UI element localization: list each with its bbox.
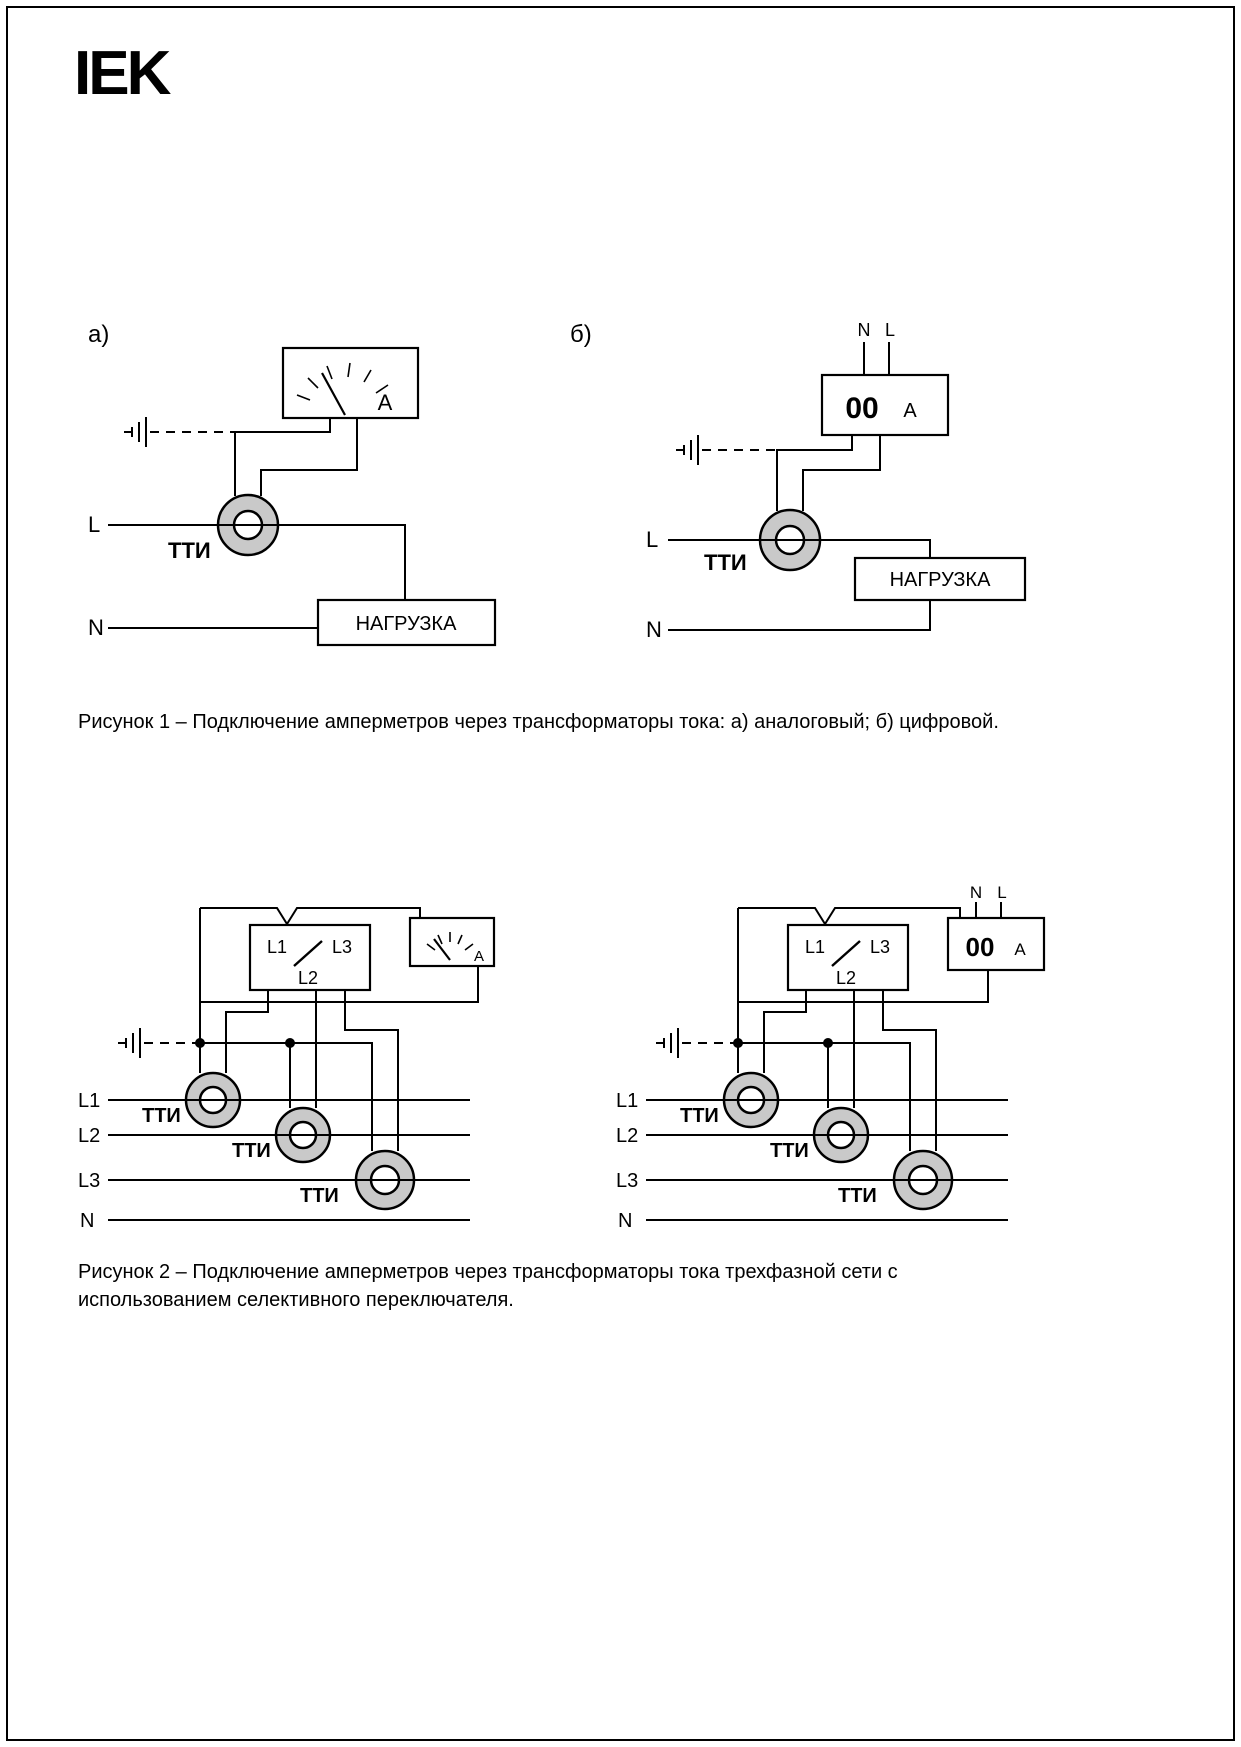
ct1-selector-wire bbox=[763, 990, 807, 1073]
digital-ammeter-unit: А bbox=[903, 400, 917, 422]
meter-needle-icon bbox=[433, 938, 451, 961]
ground-icon bbox=[656, 1028, 679, 1058]
selector-l3-label: L3 bbox=[332, 937, 352, 957]
phase-l2-label: L2 bbox=[616, 1125, 638, 1147]
selector-lever-icon bbox=[293, 940, 323, 967]
secondary-lead-1 bbox=[234, 418, 331, 496]
phase-l2-label: L2 bbox=[78, 1125, 100, 1147]
analog-ammeter-letter: A bbox=[378, 390, 393, 415]
common-bus-wire bbox=[200, 1042, 373, 1151]
digital-ammeter-unit: А bbox=[1014, 940, 1026, 959]
analog-ammeter-box bbox=[281, 346, 420, 420]
digital-ammeter-value: 00 bbox=[966, 932, 995, 962]
phase-l3-label: L3 bbox=[78, 1170, 100, 1192]
analog-ammeter-scale bbox=[296, 362, 389, 416]
supply-l-label: L bbox=[997, 883, 1006, 902]
phase-n-wire bbox=[668, 600, 931, 631]
iek-logo: IEK bbox=[74, 39, 171, 108]
selector-l1-label: L1 bbox=[267, 937, 287, 957]
transformer-label: ТТИ bbox=[142, 1105, 181, 1127]
figure1-diagram-b: б) N L 00 А bbox=[570, 320, 1027, 642]
transformer-label: ТТИ bbox=[680, 1105, 719, 1127]
selector-to-meter-wire bbox=[738, 907, 961, 926]
analog-ammeter-box bbox=[408, 916, 496, 968]
figure1a-label: а) bbox=[88, 321, 109, 348]
meter-return-wire bbox=[200, 966, 479, 1003]
transformer-label: ТТИ bbox=[770, 1140, 809, 1162]
load-label: НАГРУЗКА bbox=[890, 569, 992, 591]
load-box bbox=[316, 598, 497, 647]
phase-l-wire bbox=[108, 524, 406, 600]
phase-l-wire bbox=[668, 539, 931, 558]
selector-l1-label: L1 bbox=[805, 937, 825, 957]
transformer-label: ТТИ bbox=[838, 1185, 877, 1207]
secondary-lead-2 bbox=[802, 435, 881, 511]
selector-switch-box bbox=[786, 923, 910, 992]
supply-n-label: N bbox=[970, 883, 982, 902]
phase-n-label: N bbox=[618, 1210, 632, 1232]
ct3-selector-wire bbox=[882, 990, 937, 1151]
meter-return-wire bbox=[738, 970, 989, 1003]
analog-ammeter-letter: A bbox=[474, 948, 484, 965]
figure1b-label: б) bbox=[570, 321, 592, 348]
secondary-lead-2 bbox=[260, 418, 358, 496]
load-label: НАГРУЗКА bbox=[356, 613, 458, 635]
transformer-label: ТТИ bbox=[168, 538, 211, 563]
analog-ammeter-scale bbox=[426, 932, 474, 961]
selector-switch-box bbox=[248, 923, 372, 992]
phase-l3-label: L3 bbox=[616, 1170, 638, 1192]
phase-l-label: L bbox=[88, 512, 100, 537]
digital-ammeter-box bbox=[820, 373, 950, 437]
transformer-label: ТТИ bbox=[232, 1140, 271, 1162]
supply-n-label: N bbox=[858, 320, 871, 340]
digital-ammeter-box bbox=[946, 916, 1046, 972]
selector-l3-label: L3 bbox=[870, 937, 890, 957]
selector-l2-label: L2 bbox=[836, 968, 856, 988]
figure1-diagram-a: а) A bbox=[88, 321, 497, 647]
transformer-label: ТТИ bbox=[300, 1185, 339, 1207]
ground-icon bbox=[118, 1028, 141, 1058]
phase-l-label: L bbox=[646, 527, 658, 552]
ct1-selector-wire bbox=[225, 990, 269, 1073]
meter-needle-icon bbox=[321, 372, 346, 416]
figure2-diagram-digital: L1 L3 L2 N L 00 А bbox=[616, 883, 1046, 1232]
phase-l1-label: L1 bbox=[616, 1090, 638, 1112]
figure2-diagram-analog: L1 L3 L2 A bbox=[78, 907, 496, 1232]
figure2-caption: Рисунок 2 – Подключение амперметров чере… bbox=[78, 1261, 898, 1311]
phase-l1-label: L1 bbox=[78, 1090, 100, 1112]
ground-icon bbox=[676, 435, 699, 465]
ground-icon bbox=[124, 417, 147, 447]
load-box bbox=[853, 556, 1027, 602]
ct3-selector-wire bbox=[344, 990, 399, 1151]
digital-ammeter-value: 00 bbox=[845, 392, 878, 425]
common-bus-wire bbox=[738, 1042, 911, 1151]
phase-n-label: N bbox=[80, 1210, 94, 1232]
supply-l-label: L bbox=[885, 320, 895, 340]
transformer-label: ТТИ bbox=[704, 550, 747, 575]
selector-l2-label: L2 bbox=[298, 968, 318, 988]
figure1-caption: Рисунок 1 – Подключение амперметров чере… bbox=[78, 711, 999, 733]
phase-n-label: N bbox=[88, 615, 104, 640]
phase-n-label: N bbox=[646, 617, 662, 642]
secondary-lead-1 bbox=[776, 435, 853, 511]
selector-to-meter-wire bbox=[200, 907, 421, 926]
selector-lever-icon bbox=[831, 940, 861, 967]
